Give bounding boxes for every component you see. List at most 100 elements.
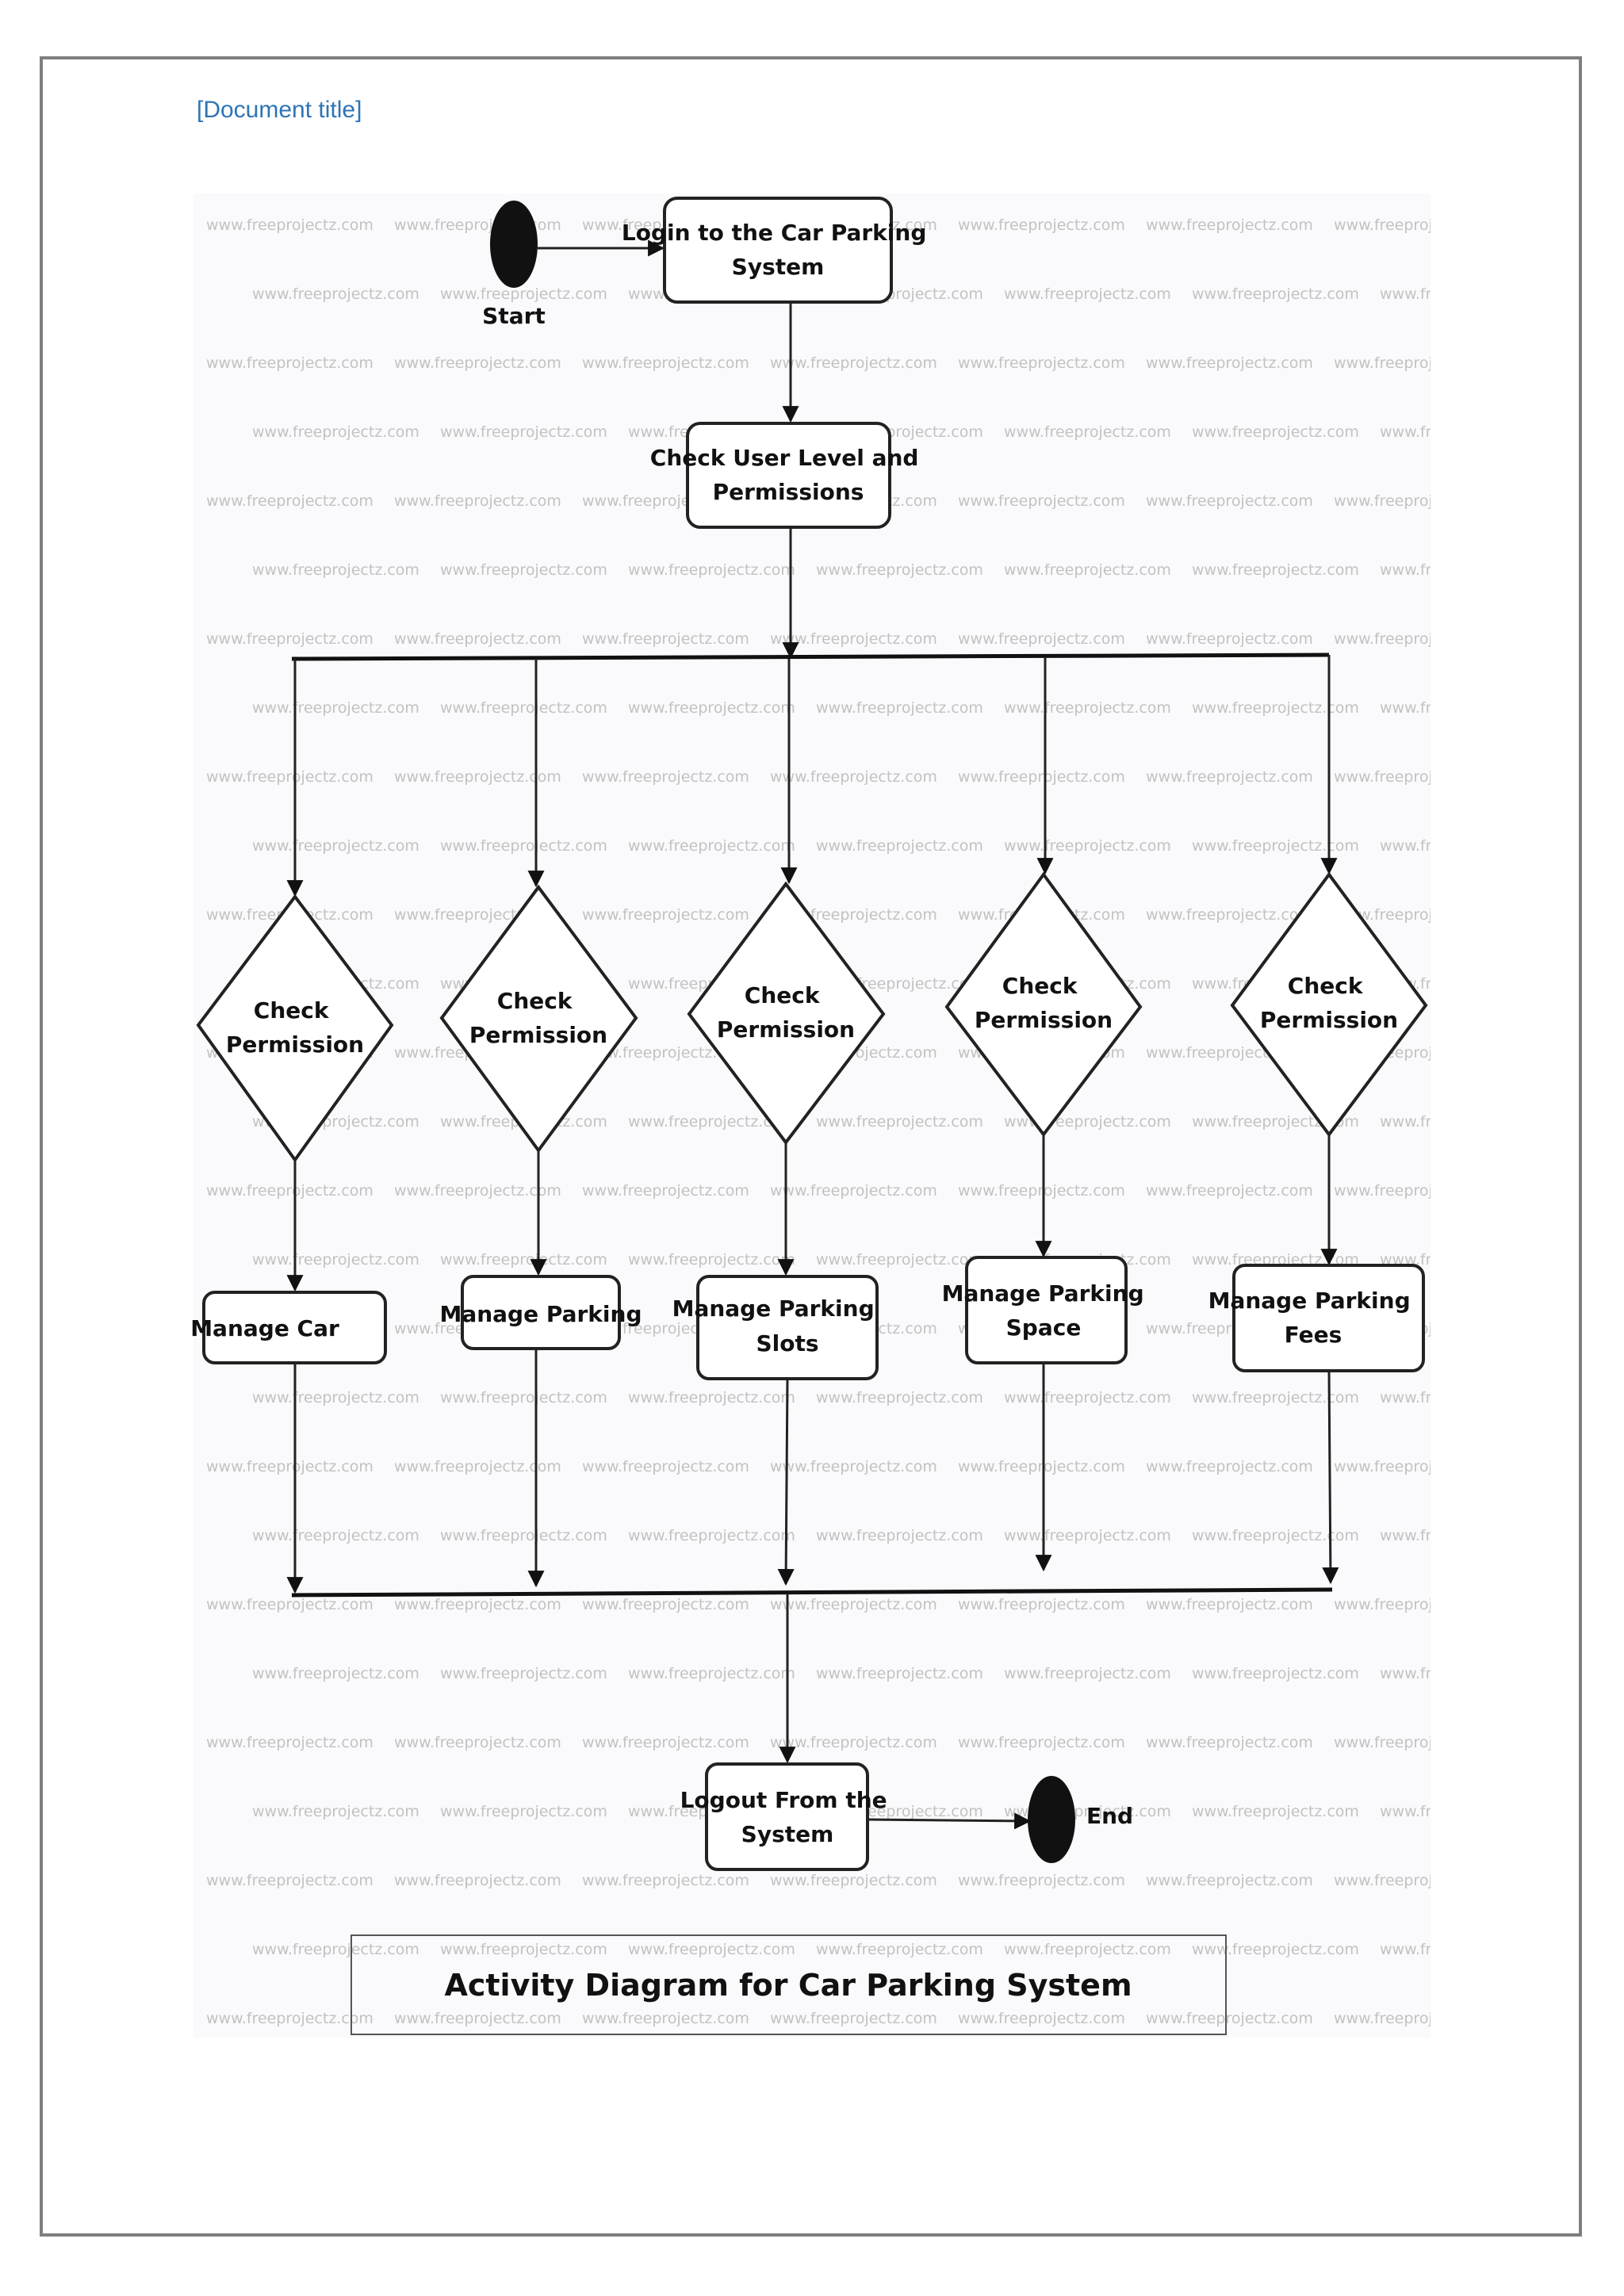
watermark-text: www.freeprojectz.com — [1334, 1182, 1501, 1200]
watermark-text: www.freeprojectz.com — [440, 837, 607, 855]
watermark-text: www.freeprojectz.com — [1004, 423, 1171, 441]
watermark-text: www.freeprojectz.com — [628, 837, 795, 855]
watermark-text: www.freeprojectz.com — [440, 423, 607, 441]
watermark-text: www.freeprojectz.com — [1146, 216, 1313, 234]
watermark-text: www.freeprojectz.com — [582, 1872, 749, 1889]
join-bar — [291, 1587, 1333, 1598]
watermark-text: www.freeprojectz.com — [394, 1596, 561, 1613]
watermark-text: www.freeprojectz.com — [1192, 1803, 1359, 1820]
decision-label: Check Permission — [975, 973, 1113, 1033]
watermark-text: www.freeprojectz.com — [582, 1596, 749, 1613]
watermark-text: www.freeprojectz.com — [1004, 1527, 1171, 1544]
decision-label: Check Permission — [1260, 973, 1398, 1033]
watermark-text: www.freeprojectz.com — [1192, 699, 1359, 717]
watermark-text: www.freeprojectz.com — [1334, 768, 1501, 786]
watermark-text: www.freeprojectz.com — [816, 1527, 983, 1544]
watermark-text: www.freeprojectz.com — [816, 1113, 983, 1131]
watermark-text: www.freeprojectz.com — [1334, 1734, 1501, 1751]
watermark-text: www.freeprojectz.com — [1334, 216, 1501, 234]
watermark-text: www.freeprojectz.com — [628, 699, 795, 717]
action-label: Manage Parking Space — [942, 1280, 1152, 1341]
watermark-text: www.freeprojectz.com — [206, 1182, 373, 1200]
watermark-text: www.freeprojectz.com — [958, 1872, 1125, 1889]
watermark-text: www.freeprojectz.com — [1380, 1527, 1547, 1544]
watermark-text: www.freeprojectz.com — [252, 1941, 419, 1958]
decision-diamond — [439, 884, 638, 1154]
document-title[interactable]: [Document title] — [197, 97, 362, 123]
watermark-text: www.freeprojectz.com — [770, 1596, 937, 1613]
watermark-text: www.freeprojectz.com — [1380, 285, 1547, 303]
watermark-text: www.freeprojectz.com — [582, 1458, 749, 1475]
action-to-join-arrow — [777, 1378, 795, 1586]
watermark-text: www.freeprojectz.com — [1380, 1389, 1547, 1406]
check-user-level-activity — [686, 422, 891, 529]
watermark-text: www.freeprojectz.com — [1004, 561, 1171, 579]
watermark-text: www.freeprojectz.com — [1146, 768, 1313, 786]
watermark-text: www.freeprojectz.com — [770, 1458, 937, 1475]
watermark-text: www.freeprojectz.com — [394, 1458, 561, 1475]
logout-activity — [705, 1762, 869, 1871]
watermark-text: www.freeprojectz.com — [206, 216, 373, 234]
watermark-text: www.freeprojectz.com — [1004, 1665, 1171, 1682]
watermark-text: www.freeprojectz.com — [958, 1182, 1125, 1200]
watermark-text: www.freeprojectz.com — [1146, 1458, 1313, 1475]
watermark-text: www.freeprojectz.com — [816, 561, 983, 579]
watermark-text: www.freeprojectz.com — [206, 630, 373, 648]
watermark-text: www.freeprojectz.com — [1146, 630, 1313, 648]
watermark-text: www.freeprojectz.com — [958, 630, 1125, 648]
watermark-text: www.freeprojectz.com — [206, 1734, 373, 1751]
watermark-text: www.freeprojectz.com — [1380, 1113, 1547, 1131]
watermark-text: www.freeprojectz.com — [206, 354, 373, 372]
watermark-text: www.freeprojectz.com — [1004, 837, 1171, 855]
watermark-text: www.freeprojectz.com — [440, 1665, 607, 1682]
watermark-text: www.freeprojectz.com — [394, 1734, 561, 1751]
watermark-text: www.freeprojectz.com — [440, 285, 607, 303]
watermark-text: www.freeprojectz.com — [582, 630, 749, 648]
watermark-text: www.freeprojectz.com — [440, 1803, 607, 1820]
manage-parking-activity — [461, 1275, 621, 1350]
action-to-join-arrow — [1322, 1370, 1339, 1585]
watermark-text: www.freeprojectz.com — [958, 216, 1125, 234]
watermark-text: www.freeprojectz.com — [628, 1251, 795, 1269]
watermark-text: www.freeprojectz.com — [1146, 1182, 1313, 1200]
watermark-text: www.freeprojectz.com — [770, 2010, 937, 2027]
watermark-text: www.freeprojectz.com — [1380, 1941, 1547, 1958]
watermark-text: www.freeprojectz.com — [1334, 492, 1501, 510]
watermark-text: www.freeprojectz.com — [1146, 354, 1313, 372]
action-label: Manage Parking Fees — [1208, 1288, 1419, 1348]
watermark-text: www.freeprojectz.com — [958, 1596, 1125, 1613]
watermark-text: www.freeprojectz.com — [1146, 1596, 1313, 1613]
diagram-caption: Activity Diagram for Car Parking System — [444, 1968, 1132, 2003]
watermark-text: www.freeprojectz.com — [1146, 1734, 1313, 1751]
watermark-text: www.freeprojectz.com — [1192, 837, 1359, 855]
start-label: Start — [482, 303, 546, 329]
watermark-text: www.freeprojectz.com — [1380, 1665, 1547, 1682]
watermark-text: www.freeprojectz.com — [252, 837, 419, 855]
watermark-text: www.freeprojectz.com — [206, 1458, 373, 1475]
watermark-text: www.freeprojectz.com — [206, 1596, 373, 1613]
watermark-text: www.freeprojectz.com — [252, 1803, 419, 1820]
watermark-text: www.freeprojectz.com — [252, 1665, 419, 1682]
action-label: Manage Parking — [439, 1301, 642, 1327]
caption-box — [350, 1934, 1227, 2035]
watermark-text: www.freeprojectz.com — [1334, 2010, 1501, 2027]
watermark-text: www.freeprojectz.com — [816, 1941, 983, 1958]
watermark-text: www.freeprojectz.com — [770, 1734, 937, 1751]
watermark-text: www.freeprojectz.com — [252, 1389, 419, 1406]
watermark-text: www.freeprojectz.com — [206, 1872, 373, 1889]
watermark-text: www.freeprojectz.com — [770, 1182, 937, 1200]
decision-label: Check Permission — [226, 997, 364, 1058]
watermark-text: www.freeprojectz.com — [440, 1527, 607, 1544]
watermark-text: www.freeprojectz.com — [816, 699, 983, 717]
watermark-text: www.freeprojectz.com — [1192, 423, 1359, 441]
watermark-text: www.freeprojectz.com — [1334, 630, 1501, 648]
watermark-text: www.freeprojectz.com — [628, 1941, 795, 1958]
decision-label: Check Permission — [469, 988, 607, 1048]
start-node — [490, 201, 538, 288]
decision-label: Check Permission — [717, 982, 855, 1043]
watermark-text: www.freeprojectz.com — [628, 1113, 795, 1131]
watermark-text: www.freeprojectz.com — [1004, 1941, 1171, 1958]
watermark-text: www.freeprojectz.com — [440, 1389, 607, 1406]
watermark-text: www.freeprojectz.com — [770, 1872, 937, 1889]
